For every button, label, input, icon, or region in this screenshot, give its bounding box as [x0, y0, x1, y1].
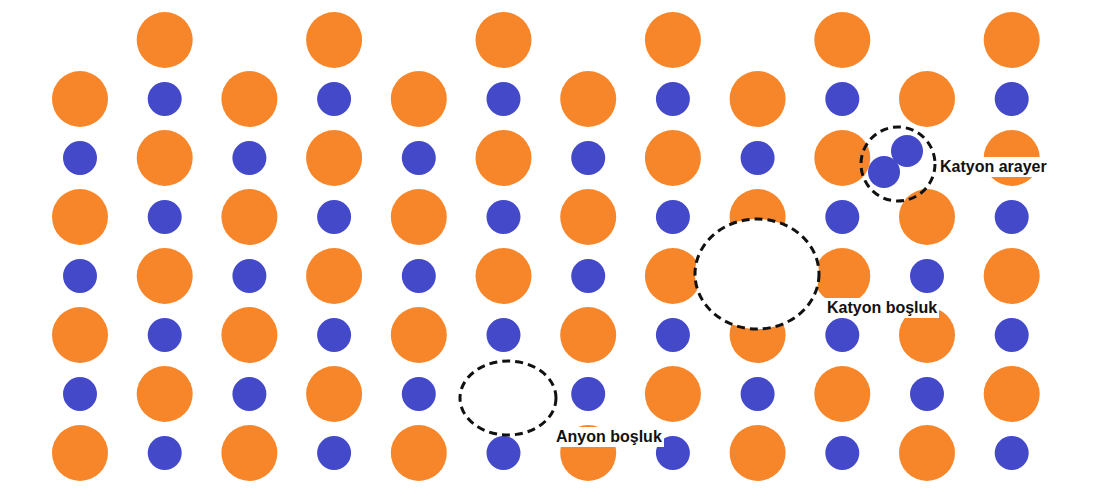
cation-atom: [63, 377, 97, 411]
cation-atom: [741, 377, 775, 411]
anion-atom: [560, 189, 616, 245]
anion-atom: [52, 71, 108, 127]
anion-atom: [730, 425, 786, 481]
cation-atom: [148, 436, 182, 470]
cation-atom: [317, 200, 351, 234]
cation-atom: [487, 200, 521, 234]
cation-atom: [402, 377, 436, 411]
anion-atom: [476, 12, 532, 68]
anion-atom: [476, 248, 532, 304]
anion-vacancy-ring: [460, 361, 556, 435]
anion-atom: [899, 189, 955, 245]
anion-atom: [137, 366, 193, 422]
cation-atom: [825, 436, 859, 470]
defect-label: Katyon boşluk: [825, 298, 939, 318]
anion-atom: [645, 366, 701, 422]
anion-atom: [391, 189, 447, 245]
cation-atom: [995, 318, 1029, 352]
anion-atom: [645, 12, 701, 68]
anion-atom: [391, 307, 447, 363]
anion-atom: [221, 307, 277, 363]
cation-atom: [232, 259, 266, 293]
cation-atom: [317, 436, 351, 470]
cation-atom: [487, 318, 521, 352]
anion-atom: [899, 425, 955, 481]
cation-atom: [910, 377, 944, 411]
cation-vacancy-ring: [695, 219, 819, 329]
cation-atom: [910, 259, 944, 293]
interstitial-ring: [861, 127, 935, 201]
cation-atom: [656, 318, 690, 352]
cation-atom: [995, 436, 1029, 470]
anion-atom: [137, 130, 193, 186]
cation-atom: [656, 82, 690, 116]
anion-atom: [137, 12, 193, 68]
anion-atom: [814, 366, 870, 422]
anion-atom: [645, 130, 701, 186]
anion-atom: [560, 71, 616, 127]
anion-atom: [391, 71, 447, 127]
cation-atom: [571, 377, 605, 411]
cation-atom: [656, 200, 690, 234]
defect-label: Anyon boşluk: [554, 427, 664, 447]
anion-atom: [137, 248, 193, 304]
anion-atom: [221, 71, 277, 127]
anion-atom: [645, 248, 701, 304]
anion-atom: [221, 425, 277, 481]
cation-atom: [148, 318, 182, 352]
anion-atom: [306, 366, 362, 422]
anion-atom: [221, 189, 277, 245]
interstitial-cation: [891, 135, 923, 167]
cation-atom: [995, 82, 1029, 116]
cation-atom: [741, 141, 775, 175]
cation-atom: [825, 318, 859, 352]
anion-atom: [899, 71, 955, 127]
cation-atom: [402, 141, 436, 175]
anion-atom: [560, 307, 616, 363]
anion-atom: [984, 366, 1040, 422]
anion-atom: [814, 248, 870, 304]
anion-atom: [306, 130, 362, 186]
cation-atom: [995, 200, 1029, 234]
anion-atom: [476, 130, 532, 186]
cation-atom: [232, 141, 266, 175]
cation-atom: [63, 141, 97, 175]
anion-atom: [730, 71, 786, 127]
cation-atom: [232, 377, 266, 411]
anion-atom: [984, 12, 1040, 68]
anion-atom: [984, 248, 1040, 304]
cation-atom: [63, 259, 97, 293]
cation-atom: [571, 259, 605, 293]
cation-atom: [487, 436, 521, 470]
cation-atom: [571, 141, 605, 175]
anion-atom: [52, 307, 108, 363]
cation-atom: [487, 82, 521, 116]
anion-atom: [52, 425, 108, 481]
cation-atom: [148, 82, 182, 116]
cation-atom: [317, 318, 351, 352]
anion-atom: [306, 12, 362, 68]
cation-atom: [148, 200, 182, 234]
defect-label: Katyon arayer: [938, 157, 1049, 177]
cation-atom: [825, 200, 859, 234]
cation-atom: [825, 82, 859, 116]
anion-atom: [814, 12, 870, 68]
cation-atom: [402, 259, 436, 293]
cation-atom: [317, 82, 351, 116]
anion-atom: [52, 189, 108, 245]
anion-atom: [306, 248, 362, 304]
anion-atom: [391, 425, 447, 481]
